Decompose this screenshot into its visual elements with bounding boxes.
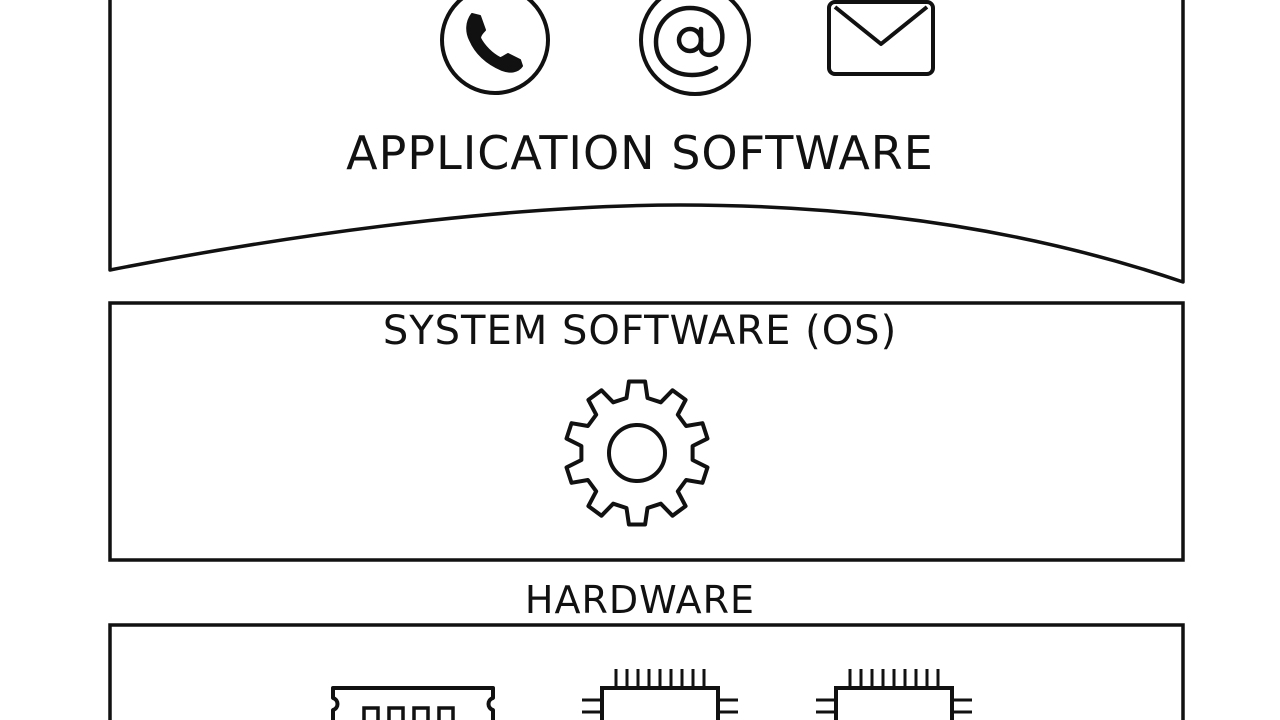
cpu-chip-icon: [582, 669, 738, 720]
cpu-chip-icon: [816, 669, 972, 720]
application-layer-box: [108, 0, 1185, 284]
hardware-layer-label: HARDWARE: [524, 578, 756, 622]
hardware-layer-box: [108, 623, 1185, 720]
application-layer-label: APPLICATION SOFTWARE: [346, 126, 934, 180]
phone-icon: [440, 0, 550, 95]
memory-module-icon: [331, 686, 495, 720]
at-sign-icon: [639, 0, 751, 96]
system-layer-box: [108, 301, 1185, 562]
gear-icon: [564, 379, 710, 527]
system-layer-label: SYSTEM SOFTWARE (OS): [382, 308, 898, 354]
envelope-icon: [827, 0, 935, 76]
